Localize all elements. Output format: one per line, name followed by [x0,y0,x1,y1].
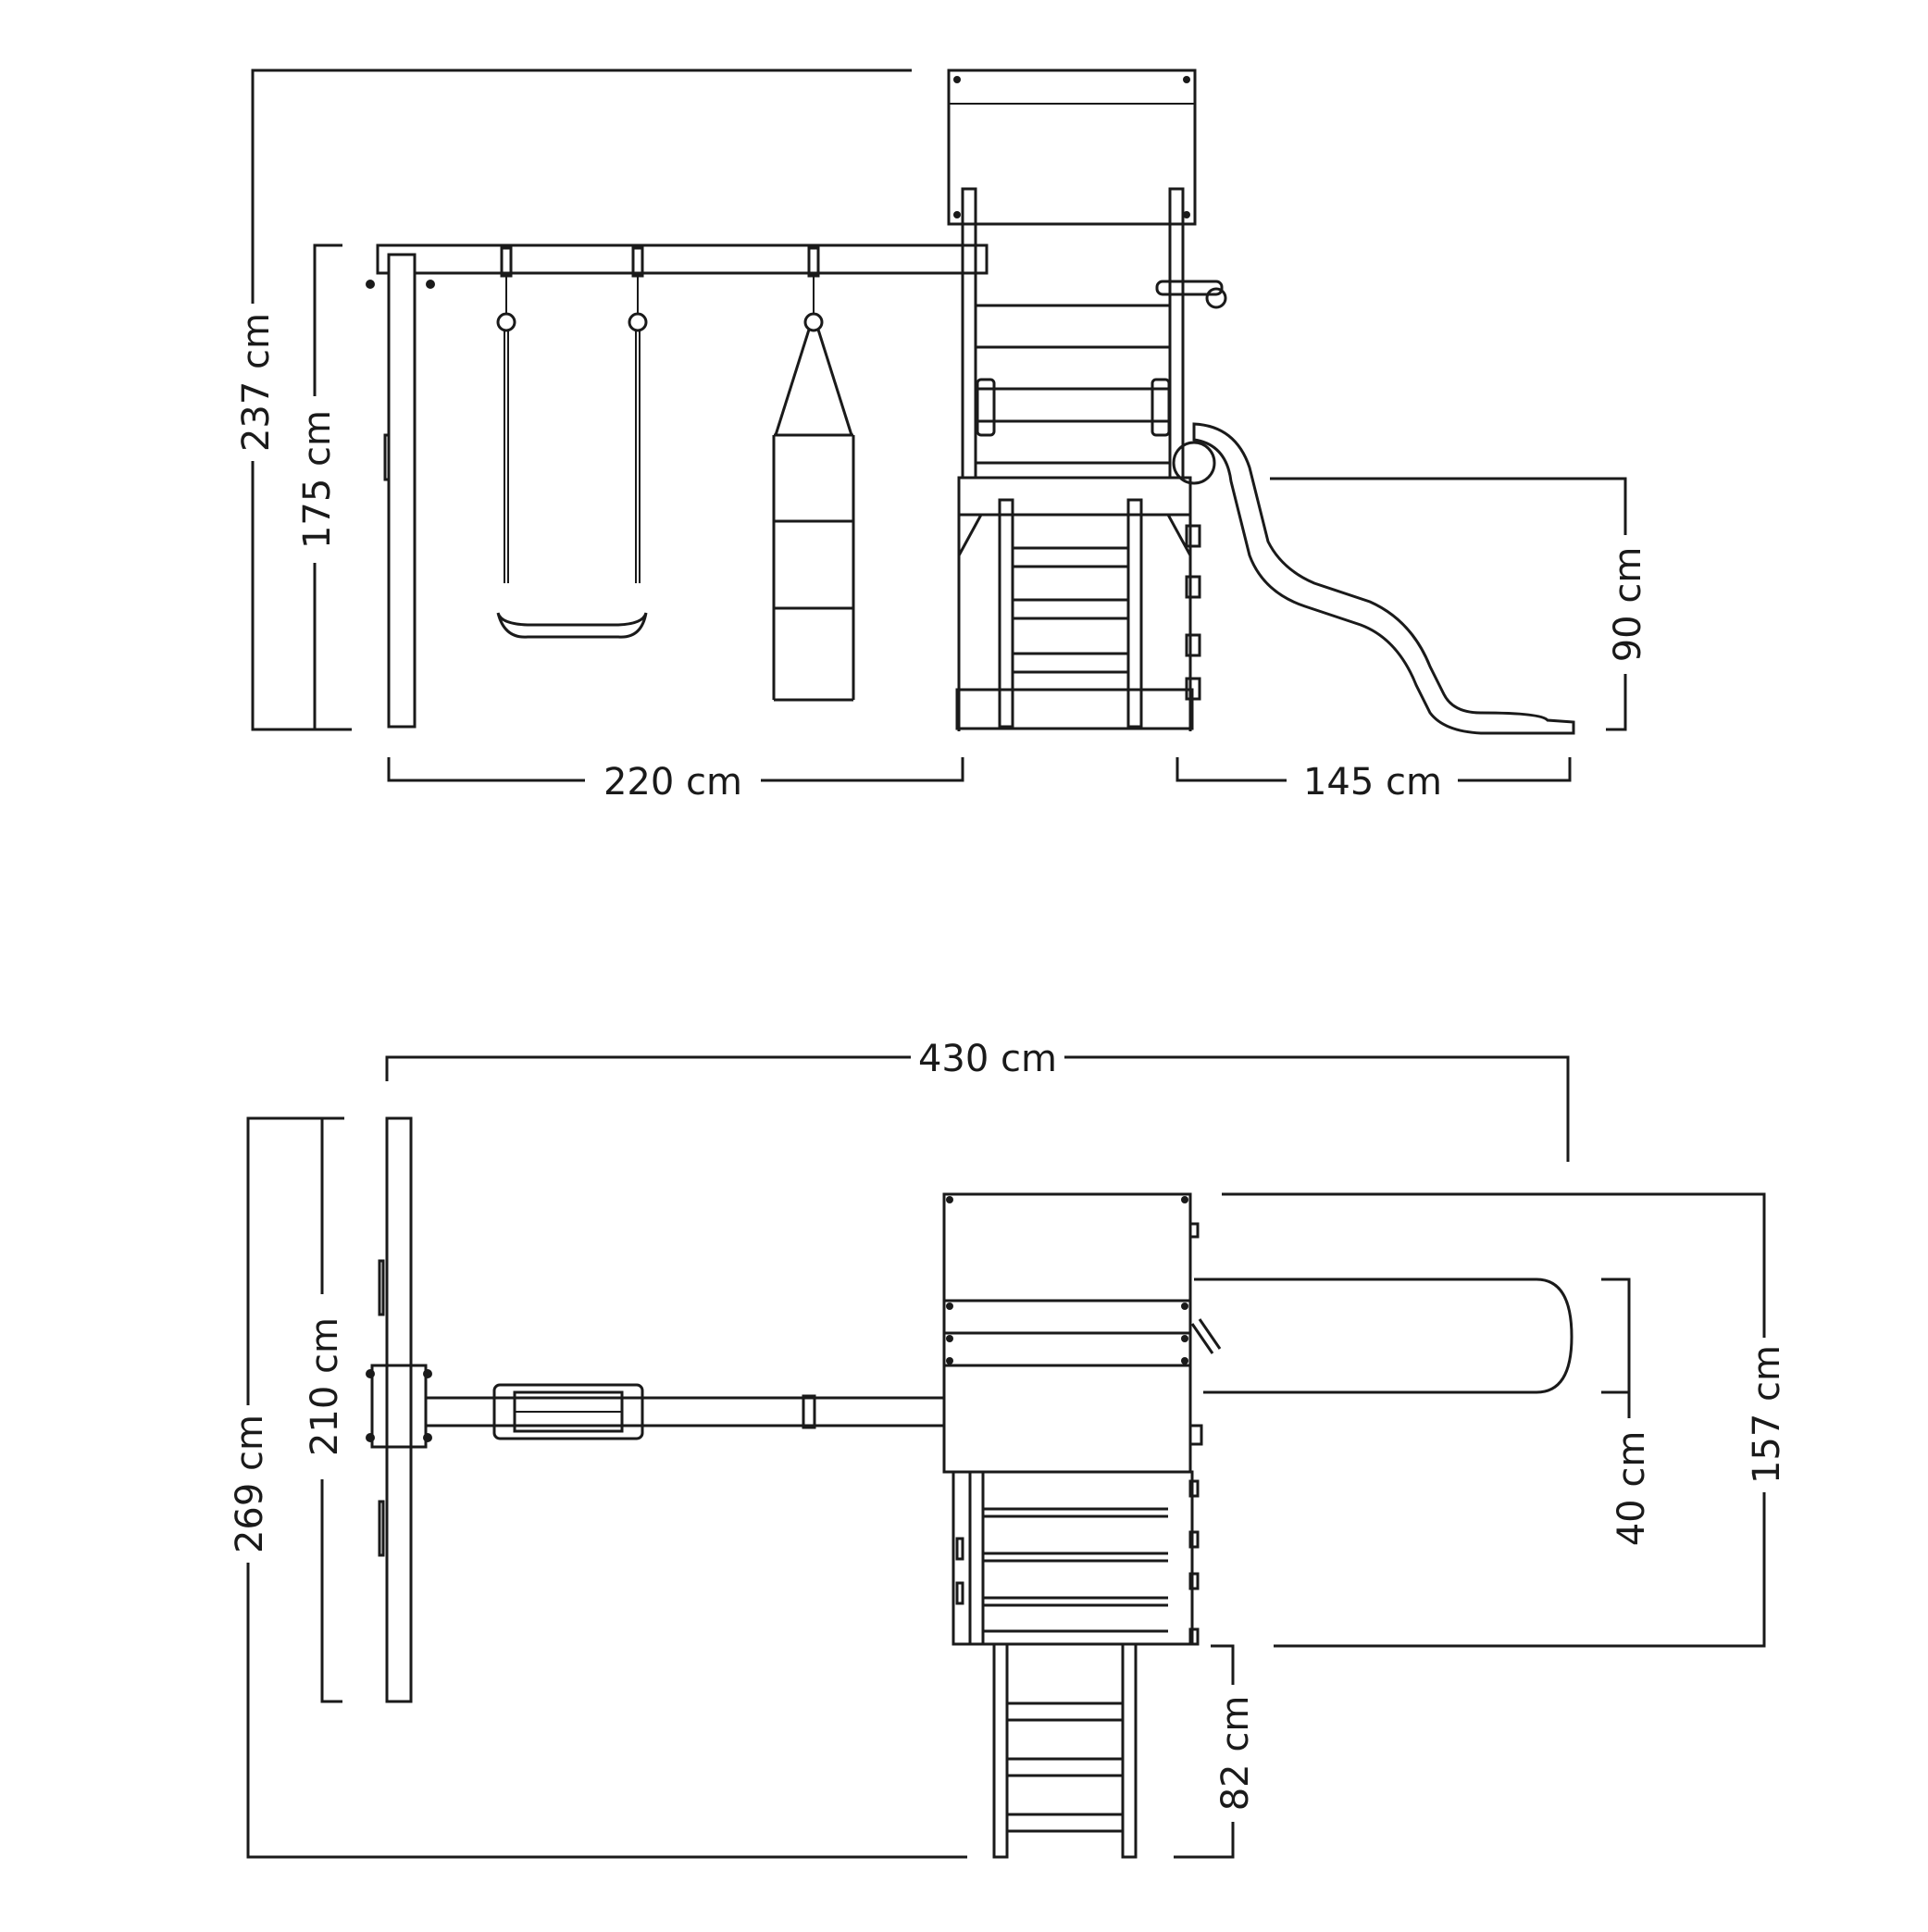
dim-swing-frame-width: 220 cm [603,761,742,804]
slide-top [1194,1278,1573,1394]
dim-overall-length: 430 cm [918,1038,1057,1080]
dim-ladder-projection: 82 cm [1214,1696,1257,1812]
top-view: 430 cm 269 cm 210 cm 40 cm 157 cm 82 cm [229,1038,1788,1859]
dim-slide-projection: 145 cm [1303,761,1442,804]
ladder-top [992,1642,1138,1859]
swing-frame-top [366,1116,946,1703]
dim-tower-depth: 157 cm [1746,1345,1788,1484]
dim-overall-height: 237 cm [235,313,278,452]
dim-slide-width: 40 cm [1611,1431,1653,1547]
swing-beam [366,243,989,729]
dim-swing-frame-depth: 210 cm [304,1317,346,1456]
front-view: 237 cm 175 cm 220 cm 145 cm 90 cm [235,69,1649,804]
dim-overall-depth: 269 cm [229,1415,271,1553]
dim-swing-beam-height: 175 cm [296,410,339,549]
play-tower [947,69,1575,735]
top-dimension-lines [246,1055,1766,1859]
dim-slide-height: 90 cm [1607,547,1649,663]
rope-ladder [772,246,855,702]
swing-seat [496,246,648,639]
tower-top [942,1192,1222,1646]
front-dimension-lines [251,69,1627,782]
